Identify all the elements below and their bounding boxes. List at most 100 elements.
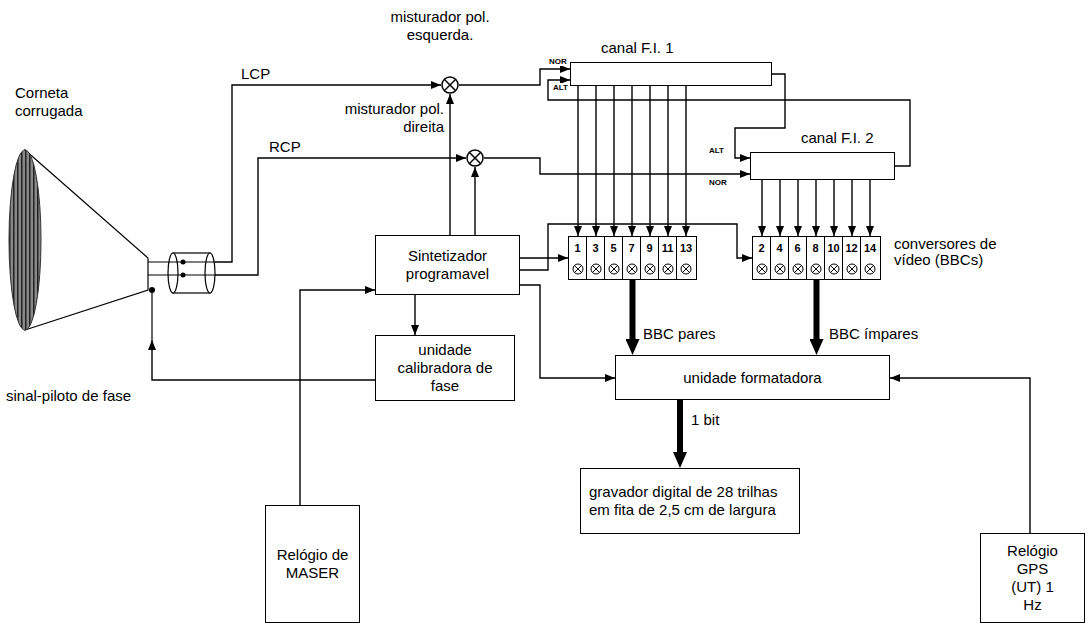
converter-symbol bbox=[792, 263, 804, 275]
connector bbox=[851, 180, 852, 236]
bbc-cell: 8 bbox=[807, 237, 825, 279]
channel-number: 1 bbox=[574, 242, 580, 254]
bbc-cell: 7 bbox=[623, 237, 641, 279]
heading-label: misturador pol. esquerda. bbox=[385, 8, 495, 44]
channel-number: 5 bbox=[610, 242, 616, 254]
heading-label: canal F.I. 2 bbox=[801, 129, 901, 147]
bbc-cell: 14 bbox=[861, 237, 879, 279]
edge-label: sinal-piloto de fase bbox=[5, 388, 132, 404]
connector bbox=[685, 86, 686, 236]
box-text: unidade calibradora de fase bbox=[384, 341, 506, 395]
bbc-cell: 11 bbox=[659, 237, 677, 279]
connector bbox=[890, 378, 1030, 533]
converter-symbol bbox=[608, 263, 620, 275]
channel-number: 2 bbox=[758, 242, 764, 254]
channel-number: 4 bbox=[776, 242, 782, 254]
mixer-drawing bbox=[466, 149, 484, 167]
connector bbox=[649, 86, 650, 236]
connector bbox=[520, 285, 615, 378]
process-box: unidade formatadora bbox=[615, 355, 890, 400]
connector bbox=[449, 94, 450, 235]
bbc-cell: 9 bbox=[641, 237, 659, 279]
channel-number: 12 bbox=[845, 242, 857, 254]
clock-box: Relógio GPS (UT) 1 Hz bbox=[980, 533, 1085, 623]
converter-symbol bbox=[626, 263, 638, 275]
converter-symbol bbox=[774, 263, 786, 275]
mixer-drawing bbox=[441, 76, 459, 94]
converter-symbol bbox=[846, 263, 858, 275]
connector bbox=[735, 74, 785, 158]
bus-arrow bbox=[814, 280, 820, 341]
connector bbox=[414, 295, 415, 335]
signal-label: ALT bbox=[552, 83, 569, 92]
bbc-cell: 12 bbox=[843, 237, 861, 279]
connector bbox=[484, 158, 750, 174]
channel-number: 13 bbox=[680, 242, 692, 254]
connector bbox=[577, 86, 578, 236]
converter-symbol bbox=[680, 263, 692, 275]
connector bbox=[779, 180, 780, 236]
converter-symbol bbox=[644, 263, 656, 275]
box-text: Relógio de MASER bbox=[274, 546, 351, 582]
mixer-symbol: misturador pol. esquerda. bbox=[441, 76, 459, 94]
bbc-cell: 13 bbox=[677, 237, 695, 279]
horn-drawing bbox=[5, 140, 215, 340]
channel-number: 14 bbox=[864, 242, 876, 254]
bbc-cell: 5 bbox=[605, 237, 623, 279]
converter-symbol bbox=[590, 263, 602, 275]
process-box: Sintetizador programavel bbox=[375, 235, 520, 295]
bbc-cell: 4 bbox=[771, 237, 789, 279]
bus-arrow bbox=[630, 280, 636, 341]
channel-number: 11 bbox=[662, 242, 674, 254]
converter-symbol bbox=[810, 263, 822, 275]
box-text: Relógio GPS (UT) 1 Hz bbox=[1002, 542, 1064, 614]
channel-number: 10 bbox=[827, 242, 839, 254]
if-channel: canal F.I. 1 bbox=[570, 62, 772, 86]
edge-label: BBC ímpares bbox=[828, 326, 919, 342]
bbc-bank: 135791113 bbox=[568, 236, 697, 280]
connector bbox=[797, 180, 798, 236]
bbc-cell: 10 bbox=[825, 237, 843, 279]
bbc-cell: 6 bbox=[789, 237, 807, 279]
bbc-cell: 1 bbox=[569, 237, 587, 279]
signal-label: ALT bbox=[708, 146, 725, 155]
signal-label: conversores de vídeo (BBCs) bbox=[893, 236, 1025, 268]
edge-label: 1 bit bbox=[690, 412, 720, 428]
converter-symbol bbox=[662, 263, 674, 275]
bbc-bank: 2468 10 12 14 bbox=[752, 236, 881, 280]
recorder-box: gravador digital de 28 trilhas em fita d… bbox=[580, 468, 800, 534]
bus-arrow bbox=[677, 400, 683, 454]
box-text: unidade formatadora bbox=[683, 369, 821, 387]
connector bbox=[631, 86, 632, 236]
box-text: Sintetizador programavel bbox=[384, 247, 511, 283]
mixer-symbol: misturador pol. direita bbox=[466, 149, 484, 167]
connector bbox=[761, 180, 762, 236]
heading-label: Corneta corrugada bbox=[15, 84, 125, 120]
channel-number: 7 bbox=[628, 242, 634, 254]
bbc-cell: 2 bbox=[753, 237, 771, 279]
edge-label: BBC pares bbox=[642, 326, 717, 342]
signal-label: NOR bbox=[708, 178, 728, 187]
signal-label: NOR bbox=[548, 57, 568, 66]
if-channel: canal F.I. 2 bbox=[750, 152, 895, 180]
heading-label: canal F.I. 1 bbox=[601, 39, 721, 57]
process-box: unidade calibradora de fase bbox=[375, 335, 515, 401]
channel-number: 8 bbox=[812, 242, 818, 254]
connector bbox=[613, 86, 614, 236]
channel-number: 6 bbox=[794, 242, 800, 254]
channel-number: 3 bbox=[592, 242, 598, 254]
connector bbox=[869, 180, 870, 236]
clock-box: Relógio de MASER bbox=[265, 505, 360, 623]
channel-number: 9 bbox=[646, 242, 652, 254]
box-text: gravador digital de 28 trilhas em fita d… bbox=[589, 483, 791, 519]
connector bbox=[474, 167, 475, 235]
edge-label: LCP bbox=[240, 66, 271, 82]
connector bbox=[300, 290, 375, 505]
connector-bundle bbox=[762, 180, 870, 236]
connector bbox=[595, 86, 596, 236]
connector-bundle bbox=[578, 86, 686, 236]
converter-symbol bbox=[756, 263, 768, 275]
bbc-cell: 3 bbox=[587, 237, 605, 279]
